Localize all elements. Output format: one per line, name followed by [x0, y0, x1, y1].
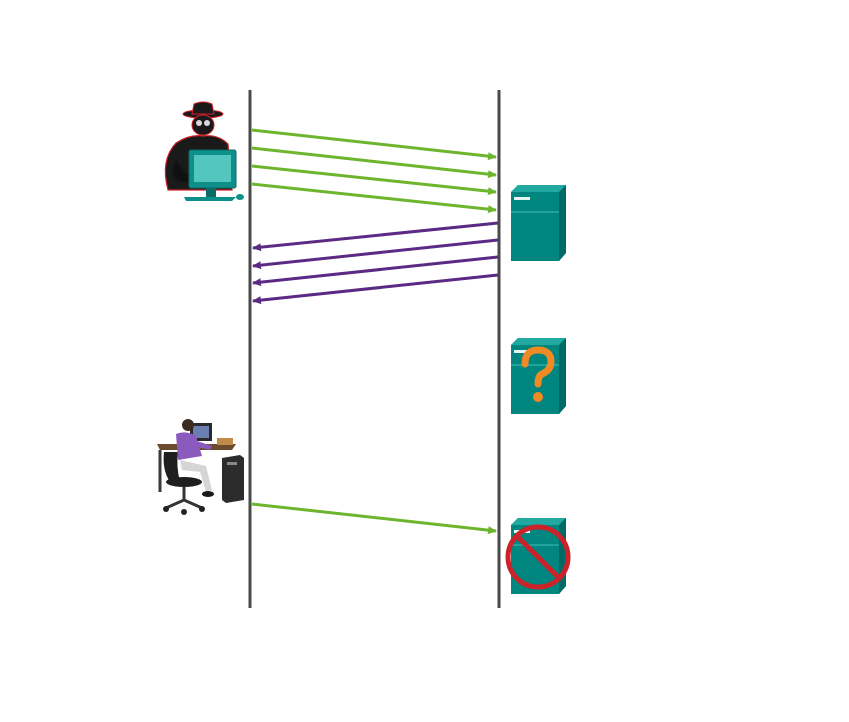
- server-question-icon: [511, 338, 566, 414]
- attacker-request-arrow-2: [251, 146, 497, 179]
- user-request-arrow: [251, 502, 497, 535]
- hacker-at-computer-icon: [164, 101, 244, 201]
- server-response-arrow-4: [252, 273, 499, 305]
- server-response-arrow-3: [252, 255, 499, 287]
- server-icon: [511, 185, 566, 261]
- attacker-request-arrow-1: [251, 128, 497, 161]
- server-response-arrow-2: [252, 238, 499, 270]
- attacker-request-arrow-3: [251, 164, 497, 196]
- user-at-workstation-icon: [157, 419, 244, 515]
- server-response-arrow-1: [252, 221, 499, 252]
- attacker-request-arrow-4: [251, 182, 497, 214]
- server-prohibited-icon: [505, 518, 571, 594]
